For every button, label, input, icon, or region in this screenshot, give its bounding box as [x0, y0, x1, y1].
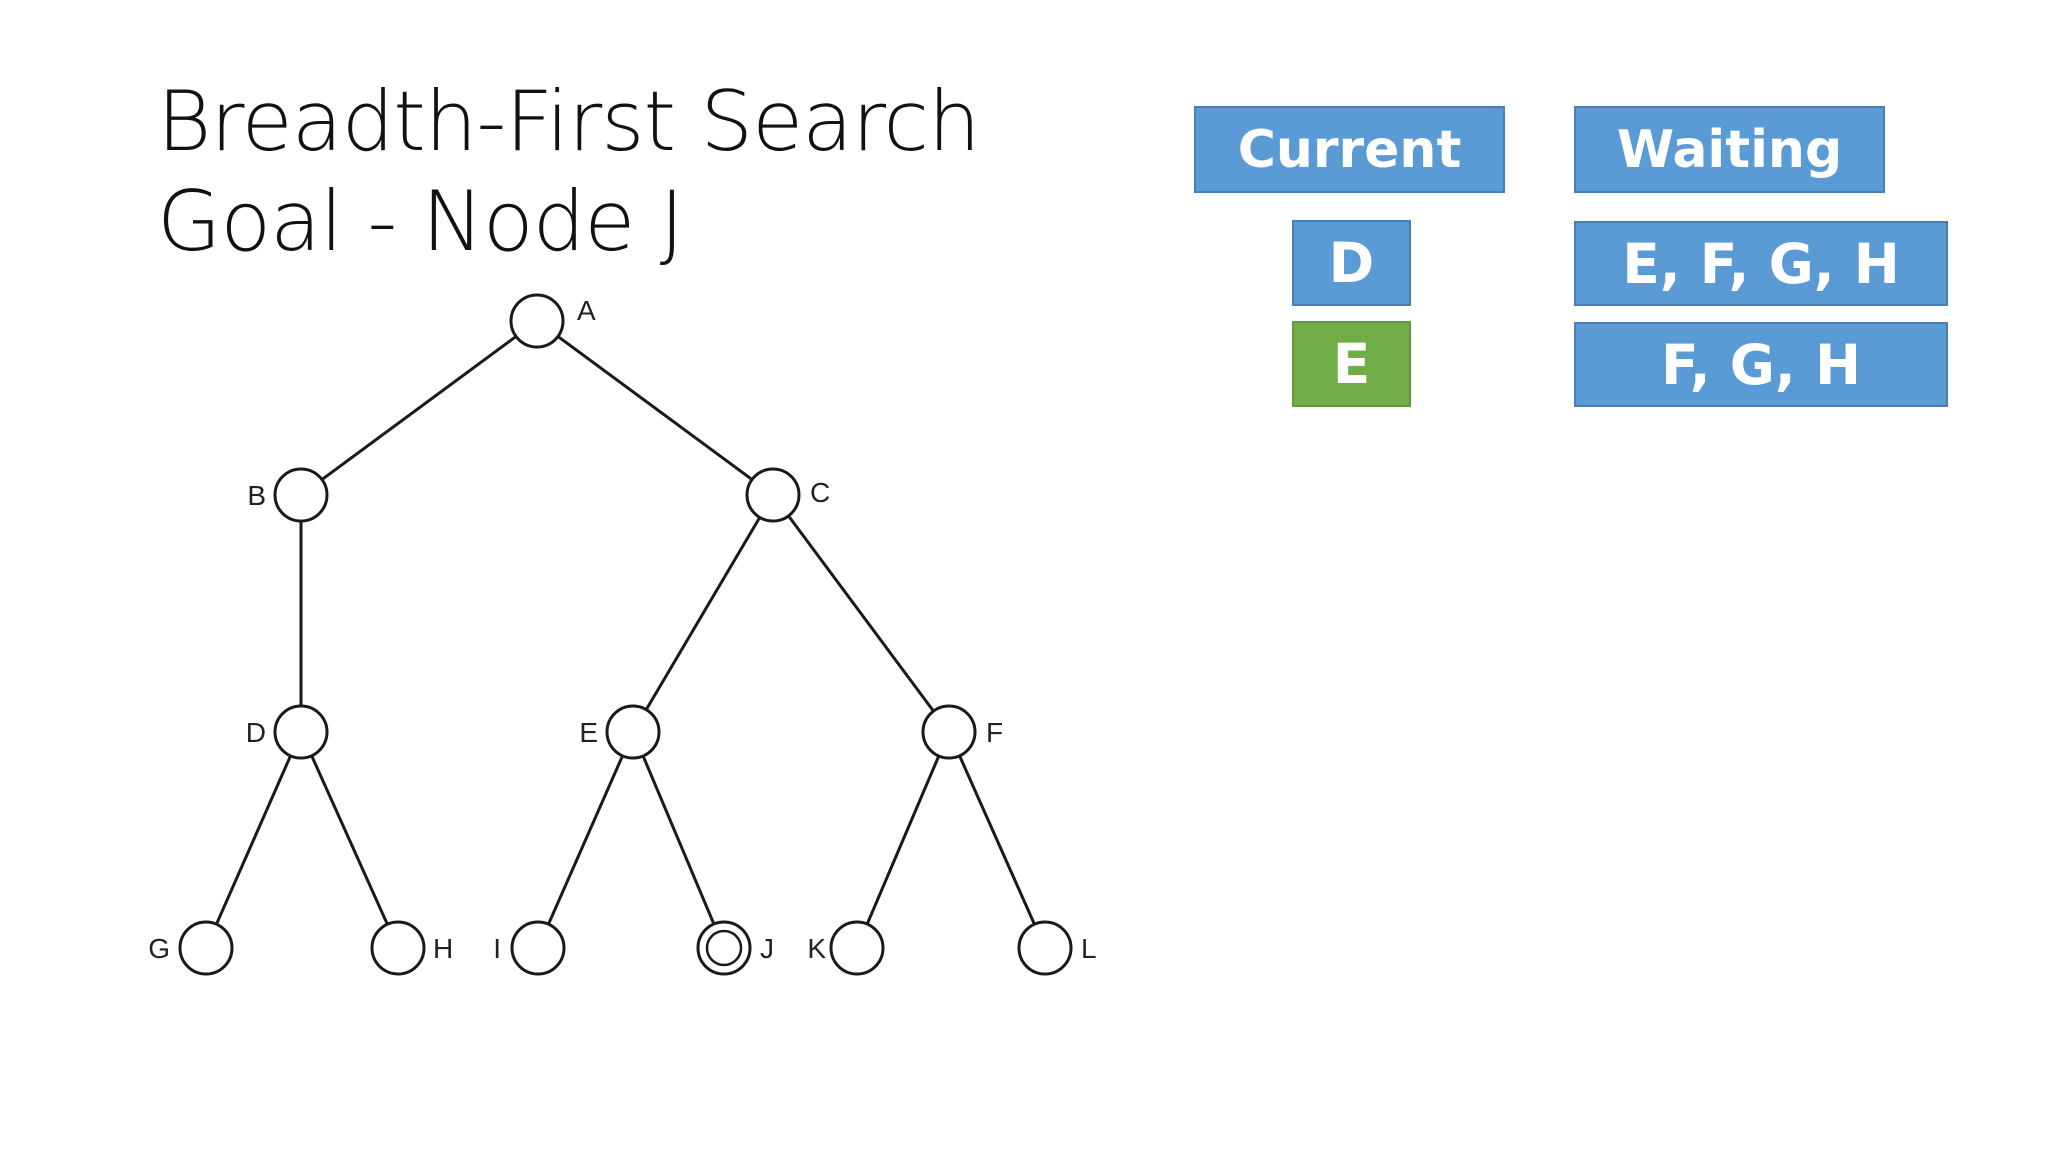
tree-node-K	[829, 920, 885, 976]
tree-node-label-H: H	[433, 933, 453, 964]
current-cell-label: E	[1332, 332, 1371, 396]
tree-node-C	[745, 467, 801, 523]
waiting-cell-row-2: F, G, H	[1574, 322, 1948, 407]
tree-edge-D-G	[215, 755, 292, 925]
tree-node-label-J: J	[760, 933, 774, 964]
tree-node-label-E: E	[579, 717, 598, 748]
tree-node-label-F: F	[986, 717, 1003, 748]
tree-edge-D-H	[310, 755, 389, 925]
current-header-label: Current	[1237, 119, 1462, 180]
tree-node-label-C: C	[810, 477, 830, 508]
tree-node-label-K: K	[807, 933, 826, 964]
waiting-cell-label: E, F, G, H	[1622, 231, 1900, 296]
tree-edge-F-K	[865, 755, 941, 925]
tree-edge-A-C	[557, 335, 753, 481]
tree-edge-C-F	[787, 514, 935, 713]
slide-title: Breadth-First Search Goal - Node J	[157, 72, 981, 272]
tree-edge-C-E	[644, 516, 762, 711]
tree-edge-A-B	[321, 335, 517, 481]
tree-node-label-A: A	[577, 295, 596, 326]
tree-edge-F-L	[958, 755, 1036, 925]
tree-node-G	[178, 920, 234, 976]
goal-node-inner-ring	[705, 929, 743, 967]
tree-node-A	[509, 293, 565, 349]
waiting-cell-row-1: E, F, G, H	[1574, 221, 1948, 306]
tree-node-H	[370, 920, 426, 976]
tree-node-D	[273, 704, 329, 760]
tree-node-B	[273, 467, 329, 523]
current-cell-label: D	[1328, 231, 1375, 295]
tree-node-E	[605, 704, 661, 760]
tree-node-I	[510, 920, 566, 976]
tree-node-J	[696, 920, 752, 976]
tree-node-label-B: B	[247, 480, 266, 511]
tree-node-label-D: D	[246, 717, 266, 748]
tree-node-label-G: G	[148, 933, 170, 964]
tree-node-F	[921, 704, 977, 760]
current-cell-row-2: E	[1292, 321, 1411, 407]
waiting-header: Waiting	[1574, 106, 1885, 193]
tree-edge-E-J	[641, 755, 716, 925]
tree-node-label-L: L	[1081, 933, 1097, 964]
title-line-2: Goal - Node J	[157, 173, 684, 270]
tree-node-label-I: I	[493, 933, 501, 964]
tree-edge-E-I	[547, 755, 624, 925]
waiting-header-label: Waiting	[1616, 119, 1843, 180]
title-line-1: Breadth-First Search	[157, 73, 981, 170]
current-cell-row-1: D	[1292, 220, 1411, 306]
waiting-cell-label: F, G, H	[1661, 332, 1861, 397]
current-header: Current	[1194, 106, 1505, 193]
tree-node-L	[1017, 920, 1073, 976]
